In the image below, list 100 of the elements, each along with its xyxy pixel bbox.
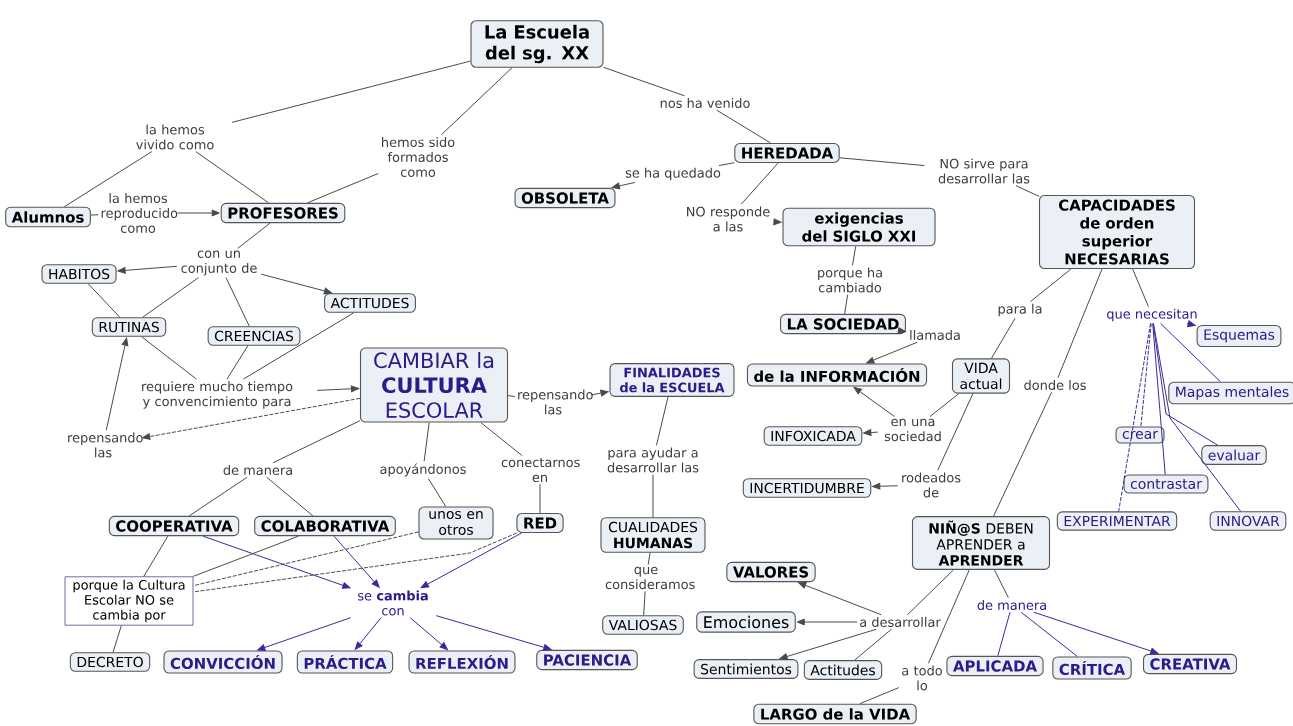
linking-phrase: conectarnos en [501, 457, 580, 483]
concept-box: OBSOLETA [514, 187, 616, 209]
connector [1057, 268, 1103, 379]
concept-box: PACIENCIA [536, 649, 638, 671]
concept-box: La Escuela del sg. XX [470, 20, 604, 68]
connector [652, 474, 654, 518]
linking-phrase: rodeados de [902, 472, 961, 498]
connector [906, 569, 954, 616]
linking-phrase: a desarrollar [860, 617, 941, 627]
concept-box: CONVICCIÓN [163, 650, 283, 674]
concept-box: RED [516, 513, 564, 533]
connector [333, 535, 380, 588]
concept-box: CUALIDADES HUMANAS [600, 517, 706, 553]
concept-box: FINALIDADES de la ESCUELA [609, 363, 735, 397]
connector [872, 482, 899, 490]
connector [656, 396, 669, 446]
linking-phrase: porque ha cambiado [818, 267, 882, 293]
connector [716, 109, 772, 144]
connector [507, 395, 516, 398]
connector [796, 618, 858, 626]
linking-phrase: nos ha venido [660, 98, 750, 108]
concept-box: INCERTIDUMBRE [742, 478, 872, 498]
connector [779, 628, 877, 660]
concept-box: INNOVAR [1209, 511, 1287, 531]
concept-box: RUTINAS [91, 317, 167, 337]
concept-box: ACTITUDES [324, 293, 416, 313]
connector [854, 628, 892, 661]
linking-phrase: repensando las [518, 389, 593, 415]
connector [105, 337, 129, 431]
connector [1152, 322, 1166, 475]
connector [409, 617, 448, 650]
connector [897, 327, 907, 334]
connector [1186, 320, 1196, 328]
concept-box: VALORES [726, 561, 816, 583]
linking-phrase: con un conjunto de [181, 250, 257, 276]
connector [257, 617, 352, 651]
concept-box: HEREDADA [734, 143, 840, 163]
connector [539, 483, 541, 514]
connector [272, 420, 361, 464]
connector [993, 391, 1053, 517]
connector [226, 345, 249, 380]
concept-box: COLABORATIVA [254, 515, 396, 537]
connector [1132, 268, 1149, 308]
connector [929, 393, 960, 418]
connector [188, 476, 248, 517]
connector [852, 245, 857, 266]
concept-box: Esquemas [1196, 324, 1282, 348]
linking-phrase: NO sirve para desarrollar las [938, 158, 1030, 184]
connector [90, 214, 99, 216]
concept-box: NIÑ@S DEBEN APRENDER a APRENDER [911, 516, 1051, 570]
connector [63, 151, 153, 208]
concept-box: VALIOSAS [602, 615, 684, 635]
linking-phrase: de manera [977, 600, 1046, 610]
connector [844, 294, 849, 315]
linking-phrase: la hemos vivido como [136, 124, 214, 150]
concept-box: INFOXICADA [763, 426, 863, 446]
connector [1153, 322, 1242, 512]
connector [195, 151, 269, 204]
connector [87, 283, 121, 318]
concept-box: Mapas mentales [1168, 381, 1293, 405]
connector [237, 222, 271, 249]
concept-box: CAPACIDADES de orden superior NECESARIAS [1038, 194, 1196, 270]
connector [927, 569, 970, 664]
connector [647, 552, 651, 566]
connector [243, 312, 355, 380]
linking-phrase: hemos sido formados como [382, 137, 455, 177]
connector [142, 397, 361, 440]
concept-box: unos en otros [418, 506, 494, 540]
connector [117, 265, 178, 274]
connector [1160, 322, 1221, 383]
concept-box: VIDA actual [951, 358, 1011, 394]
connector [177, 209, 220, 217]
concept-box: Actitudes [803, 660, 883, 680]
connector [1118, 322, 1152, 512]
connector [863, 429, 879, 436]
connector [192, 535, 299, 577]
concept-box: Alumnos [5, 206, 91, 228]
connector [112, 625, 122, 653]
connector [1140, 322, 1152, 427]
connector [990, 317, 1016, 359]
connector [316, 385, 360, 393]
connector [192, 532, 518, 593]
connector [590, 389, 609, 397]
connector [427, 478, 447, 507]
linking-phrase: donde los [1024, 380, 1086, 390]
connector [440, 67, 513, 136]
connector [192, 531, 419, 587]
note-box: porque la Cultura Escolar NO se cambia por [64, 576, 194, 626]
concept-box: CRÍTICA [1052, 656, 1132, 680]
connector [773, 218, 782, 226]
concept-box: exigencias del SIGLO XXI [782, 207, 936, 247]
concept-box: CREENCIAS [207, 326, 301, 346]
connector [141, 336, 197, 380]
connector [480, 422, 523, 457]
concept-box: de la INFORMACIÓN [746, 363, 928, 387]
linking-phrase: apoyándonos [380, 463, 466, 477]
connector [354, 617, 382, 650]
connector [718, 162, 735, 167]
linking-phrase: para la [998, 303, 1042, 317]
concept-box: Sentimientos [693, 659, 799, 679]
